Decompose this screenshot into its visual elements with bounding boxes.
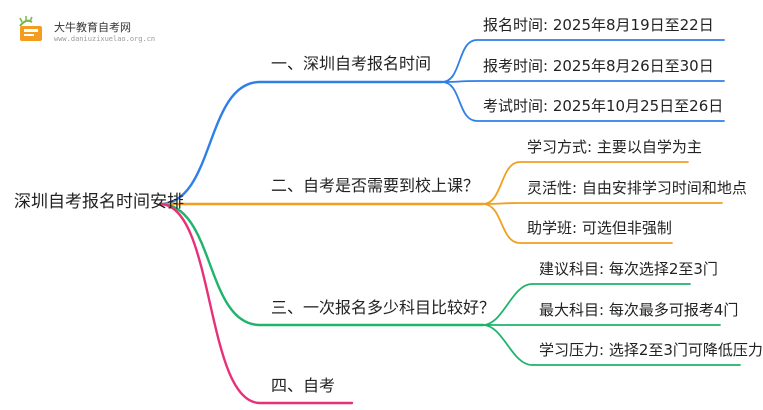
branch-3-leaf-1-line <box>482 283 691 326</box>
branch-1-leaf-2-line <box>441 80 725 83</box>
root-to-branch-1-line <box>158 80 444 206</box>
root-to-branch-3-line <box>158 202 485 327</box>
branch-1-leaf-2: 报考时间: 2025年8月26日至30日 <box>483 57 714 75</box>
root-to-branch-4-line <box>158 202 354 405</box>
branch-1-leaf-1: 报名时间: 2025年8月19日至22日 <box>483 16 714 34</box>
branch-2-leaf-2-line <box>482 202 723 205</box>
logo: 大牛教育自考网 www.daniuzixuelao.org.cn <box>16 16 176 52</box>
branch-2-leaf-2: 灵活性: 自由安排学习时间和地点 <box>527 179 747 197</box>
book-icon <box>19 16 42 41</box>
logo-url: www.daniuzixuelao.org.cn <box>54 35 156 43</box>
branch-1-leaf-3-line <box>441 81 725 122</box>
branch-4-label: 四、自考 <box>271 376 336 395</box>
branch-3-leaf-3-line <box>482 324 741 366</box>
branch-3-leaf-2: 最大科目: 每次最多可报考4门 <box>539 301 739 319</box>
branch-3-label: 三、一次报名多少科目比较好？ <box>271 298 496 317</box>
branch-2-label: 二、自考是否需要到校上课？ <box>271 176 480 195</box>
branch-3-leaf-3: 学习压力: 选择2至3门可降低压力 <box>539 341 763 359</box>
branch-2-leaf-1-line <box>482 161 689 205</box>
branch-1-leaf-1-line <box>441 39 725 83</box>
root-node: 深圳自考报名时间安排 <box>14 192 184 212</box>
branch-2-leaf-3: 助学班: 可选但非强制 <box>527 219 672 237</box>
branch-2-leaf-1: 学习方式: 主要以自学为主 <box>527 138 702 156</box>
branch-2-leaf-3-line <box>482 203 673 244</box>
branch-1-leaf-3: 考试时间: 2025年10月25日至26日 <box>483 97 724 115</box>
logo-title: 大牛教育自考网 <box>54 21 131 34</box>
branch-3-leaf-1: 建议科目: 每次选择2至3门 <box>539 260 718 278</box>
branch-1-label: 一、深圳自考报名时间 <box>271 54 432 73</box>
